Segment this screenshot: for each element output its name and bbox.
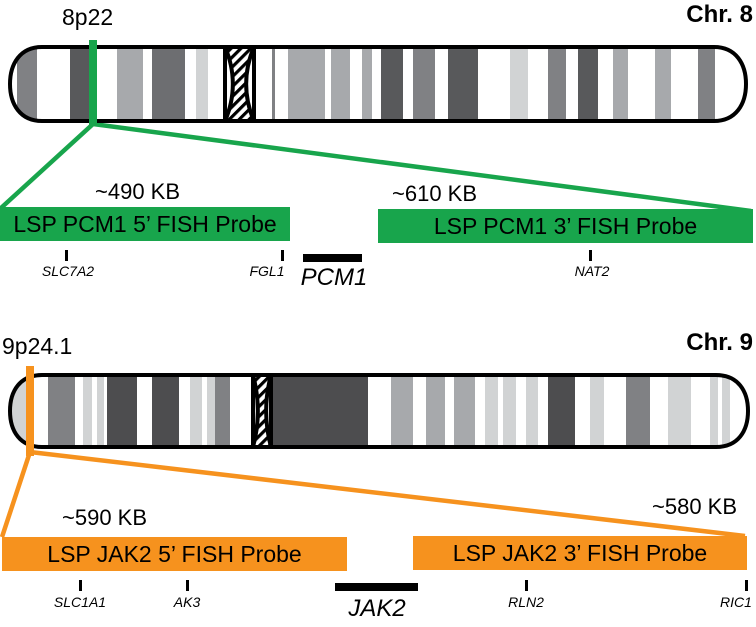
- chr9-band: [626, 375, 650, 447]
- chr8-probe5-size-label: ~490 KB: [95, 179, 181, 204]
- chr9-bands: [12, 375, 730, 447]
- chr9-band: [426, 375, 445, 447]
- chr9-band: [97, 375, 104, 447]
- chr8-band: [698, 47, 715, 121]
- chr9-band: [485, 375, 498, 447]
- chr8-band: [152, 47, 185, 121]
- chr9-centromere: [250, 373, 274, 449]
- pcm1-3prime-probe-bar: LSP PCM1 3’ FISH Probe: [378, 209, 753, 243]
- chr9-band: [590, 375, 604, 447]
- chr8-band: [613, 47, 628, 121]
- chr8-band: [70, 47, 90, 121]
- chr8-bands: [17, 47, 715, 121]
- chr9-band: [215, 375, 230, 447]
- chr9-band: [107, 375, 137, 447]
- chr9-title: Chr. 9: [686, 329, 753, 356]
- chr9-band: [48, 375, 75, 447]
- gene-tick-rln2: [525, 580, 528, 591]
- gene-label-fgl1: FGL1: [249, 263, 285, 279]
- chr8-band: [331, 47, 350, 121]
- gene-label-rln2: RLN2: [508, 594, 544, 610]
- gene-label-ak3: AK3: [173, 594, 201, 610]
- chr9-band: [190, 375, 202, 447]
- chr9-band: [526, 375, 538, 447]
- chr9-band: [152, 375, 179, 447]
- chr8-band: [196, 47, 208, 121]
- chr8-title: Chr. 8: [686, 1, 753, 28]
- gene-tick-ak3: [186, 580, 189, 591]
- jak2-3prime-probe-bar: LSP JAK2 3’ FISH Probe: [413, 536, 747, 570]
- chr8-q-arm: [254, 47, 746, 121]
- chr9-locus-label: 9p24.1: [2, 333, 73, 359]
- chr8-band: [381, 47, 403, 121]
- chr8-band: [288, 47, 325, 121]
- gene-tick-fgl1: [281, 250, 284, 261]
- gene-label-nat2: NAT2: [574, 263, 610, 279]
- gene-tick-nat2: [589, 250, 592, 261]
- chr8-band: [548, 47, 566, 121]
- gene-tick-slc1a1: [79, 580, 82, 591]
- chr9-probe3-size-label: ~580 KB: [652, 494, 738, 519]
- chr8-probe3-size-label: ~610 KB: [392, 181, 478, 206]
- pcm1-gene-bar: [303, 254, 362, 262]
- chr9-band: [207, 375, 215, 447]
- chr9-band: [391, 375, 413, 447]
- chr8-band: [117, 47, 143, 121]
- chr8-band: [448, 47, 478, 121]
- chr9-locus-marker: [26, 366, 34, 456]
- chr9-band: [12, 375, 28, 447]
- chr8-fan-line-right: [92, 121, 752, 214]
- chr9-band: [503, 375, 516, 447]
- chr8-band: [578, 47, 598, 121]
- jak2-gene-label: JAK2: [348, 595, 406, 622]
- chr8-locus-marker: [89, 40, 97, 126]
- chr8-band: [272, 47, 275, 121]
- gene-label-slc7a2: SLC7A2: [41, 263, 95, 279]
- gene-tick-slc7a2: [65, 250, 68, 261]
- chr9-band: [722, 375, 730, 447]
- chr9-fan-line-right: [29, 449, 746, 539]
- chr9-band: [668, 375, 691, 447]
- chr8-locus-label: 8p22: [62, 4, 114, 30]
- chr9-band: [548, 375, 575, 447]
- chr9-band: [272, 375, 368, 447]
- chr8-fan-line-left: [0, 122, 95, 210]
- gene-label-slc1a1: SLC1A1: [53, 594, 107, 610]
- jak2-5prime-probe-bar: LSP JAK2 5’ FISH Probe: [2, 537, 347, 571]
- chr9-band: [454, 375, 475, 447]
- chr9-fan-line-left: [0, 451, 33, 538]
- pcm1-gene-label: PCM1: [300, 264, 368, 291]
- chr8-centromere: [221, 45, 258, 123]
- chr9-band: [83, 375, 92, 447]
- jak2-gene-bar: [335, 583, 418, 591]
- chr8-band: [413, 47, 435, 121]
- pcm1-5prime-probe-bar: LSP PCM1 5’ FISH Probe: [0, 207, 290, 241]
- chr9-band: [710, 375, 718, 447]
- chr9-probe5-size-label: ~590 KB: [62, 505, 148, 530]
- chr8-band: [510, 47, 528, 121]
- chr8-band: [17, 47, 37, 121]
- gene-tick-ric1: [745, 580, 748, 591]
- gene-label-ric1: RIC1: [720, 594, 752, 610]
- chr8-band: [362, 47, 372, 121]
- chr8-band: [655, 47, 671, 121]
